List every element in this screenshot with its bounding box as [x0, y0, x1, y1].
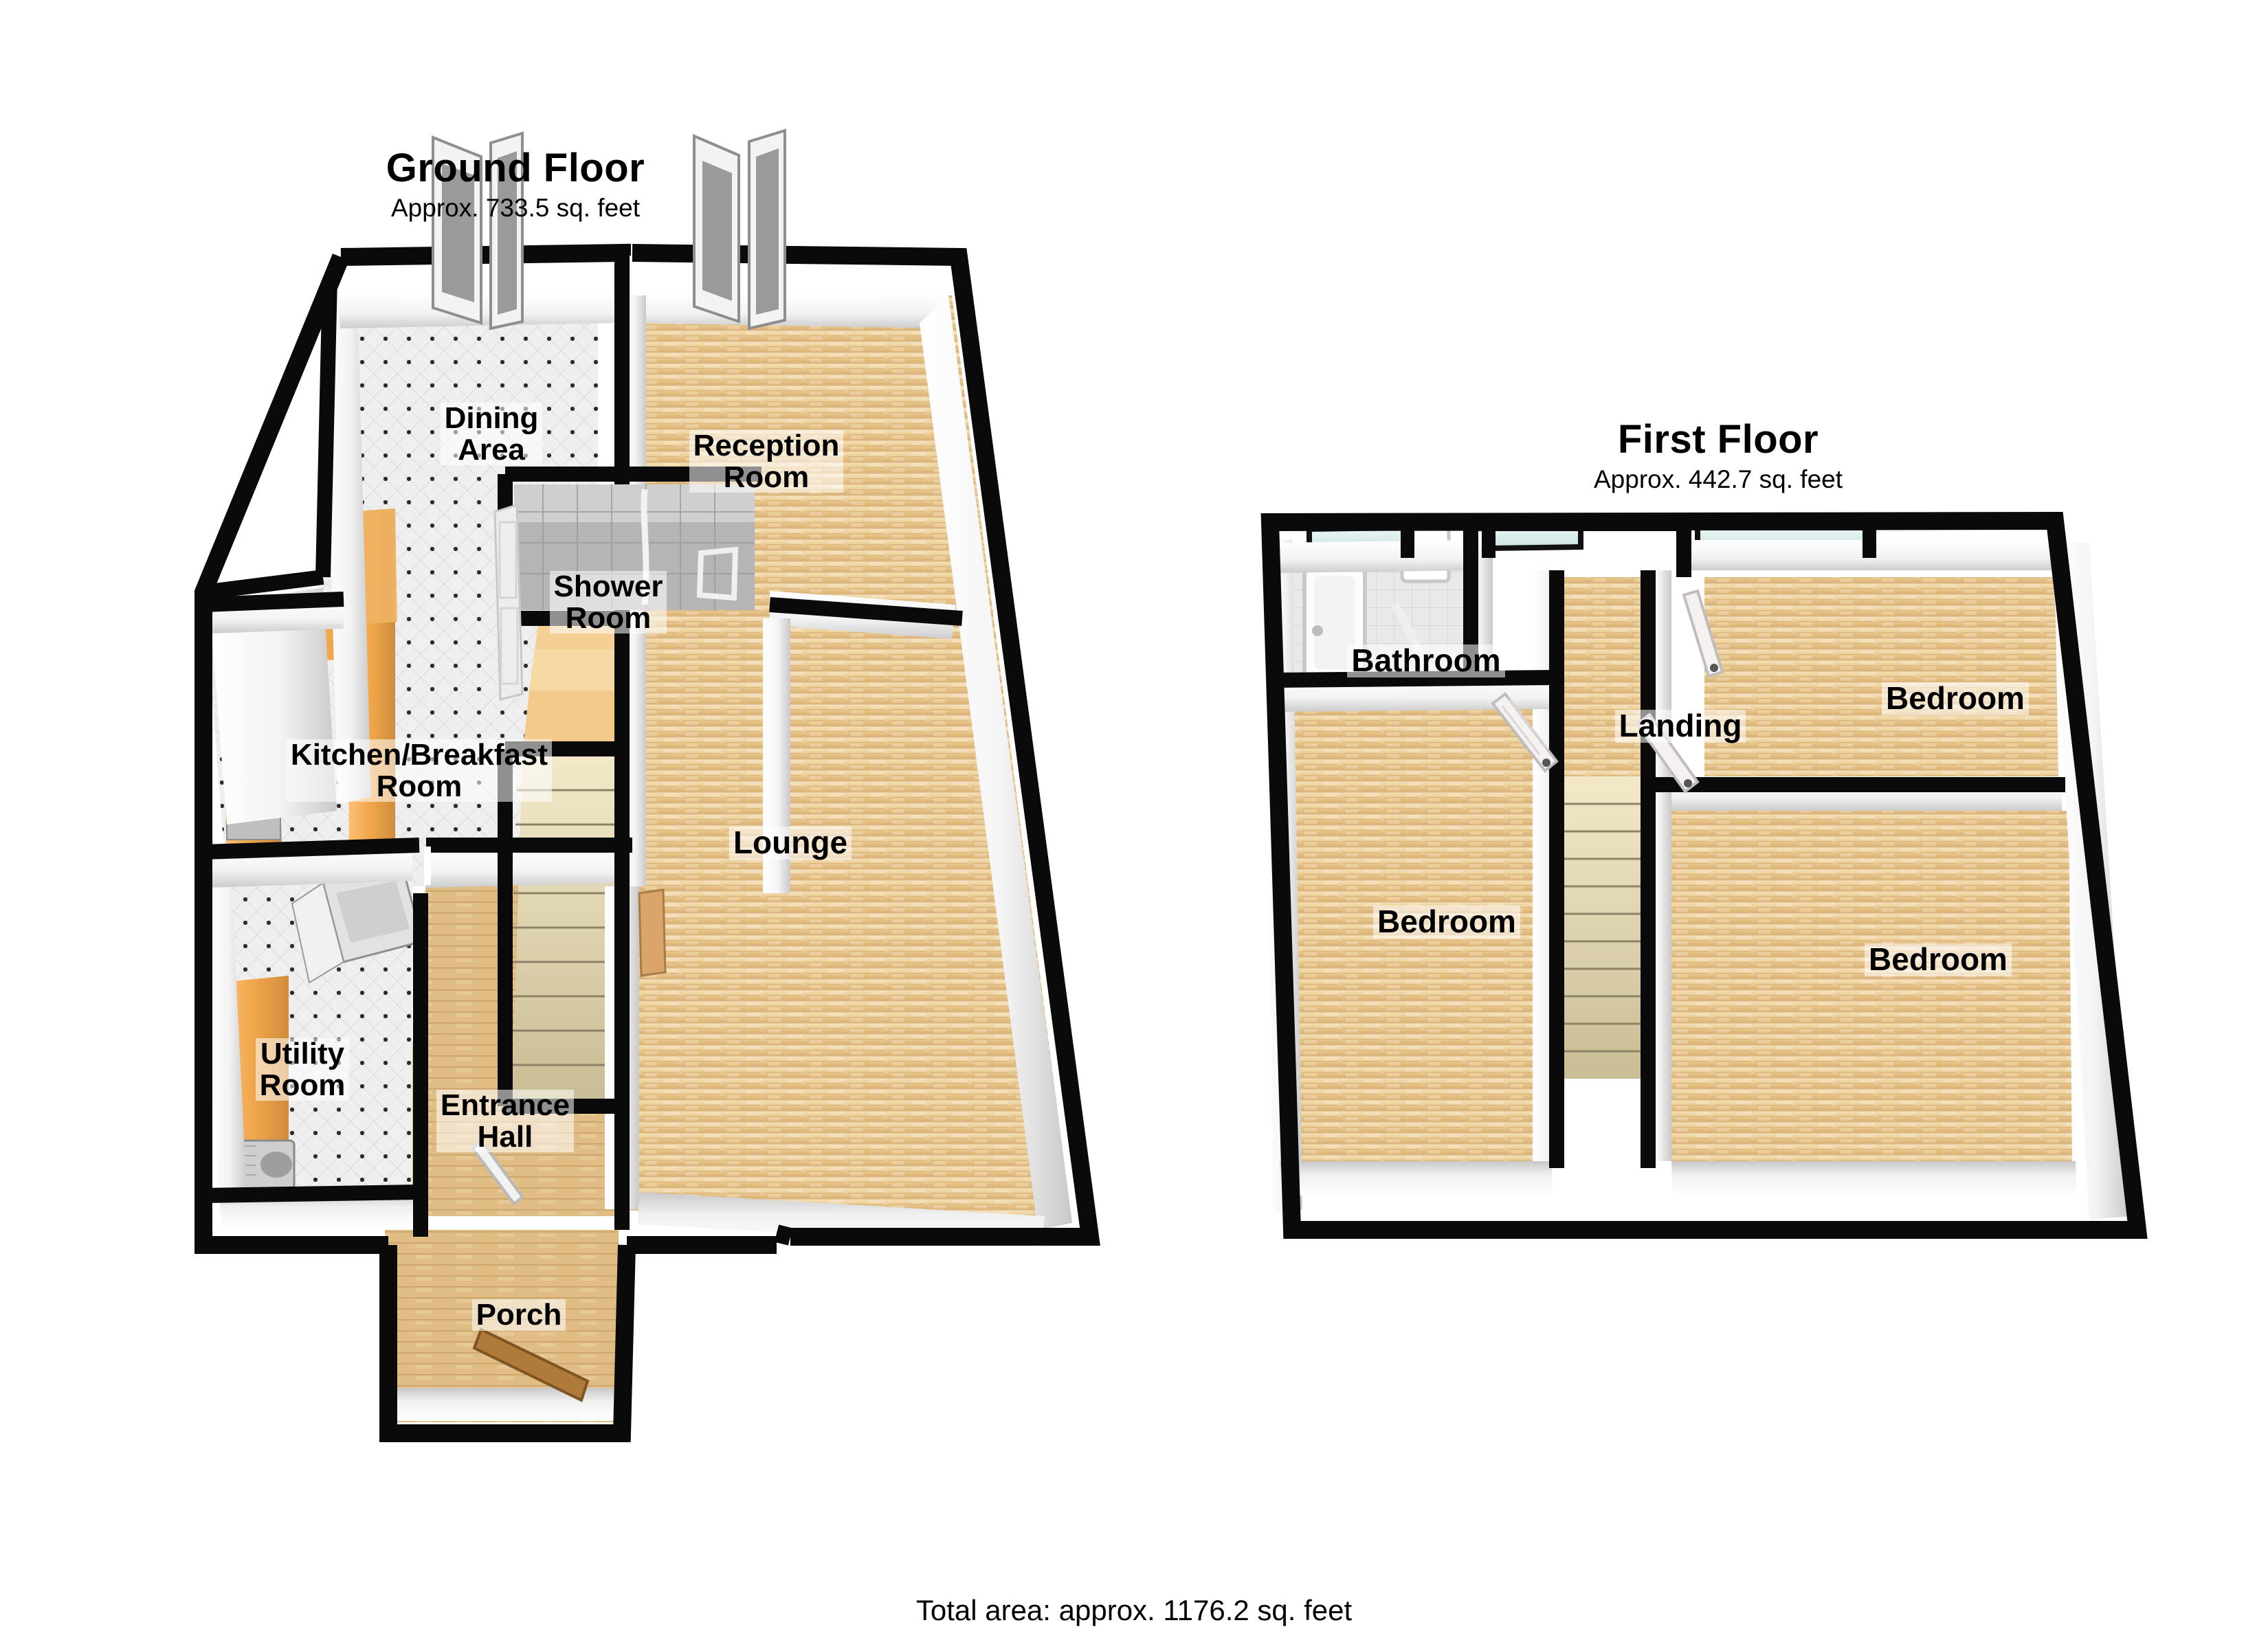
gf-lounge-door [638, 888, 667, 977]
gf-doorways [424, 846, 431, 885]
ff-floor-fills [1285, 546, 2072, 1168]
total-area-text: Total area: approx. 1176.2 sq. feet [915, 1594, 1353, 1626]
first-floor-title: First Floor [1617, 417, 1819, 462]
first-floor-title-block: First Floor Approx. 442.7 sq. feet [1478, 417, 1959, 493]
ff-staircase [1560, 776, 1641, 1079]
gf-utility-appliance [291, 864, 424, 984]
ground-floor-plan [194, 128, 1100, 1442]
first-floor-area: Approx. 442.7 sq. feet [1593, 464, 1843, 493]
gf-porch-door [472, 1327, 590, 1402]
ground-floor-title-block: Ground Floor Approx. 733.5 sq. feet [275, 146, 756, 222]
ground-floor-title: Ground Floor [386, 146, 645, 190]
ground-floor-area: Approx. 733.5 sq. feet [390, 193, 640, 222]
gf-walls [194, 243, 1100, 1442]
first-floor-plan [1260, 511, 2148, 1239]
gf-french-doors [432, 128, 786, 330]
